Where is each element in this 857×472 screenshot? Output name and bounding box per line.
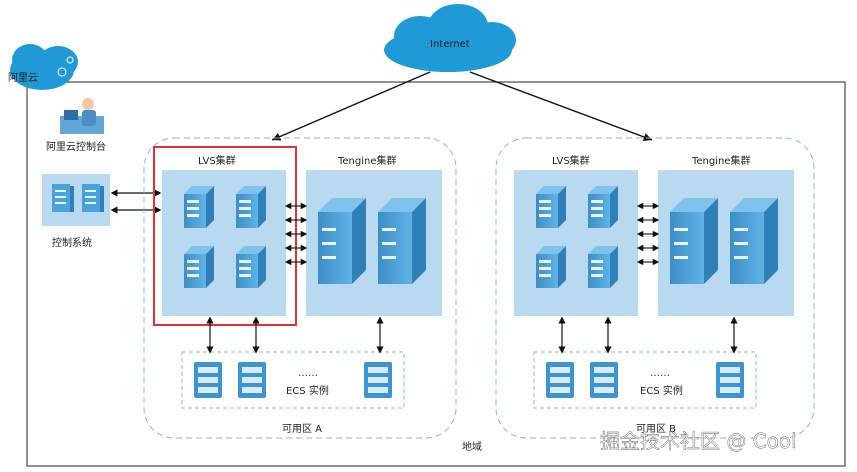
lvs-server-icon (588, 246, 618, 288)
aliyun-label: 阿里云 (8, 72, 38, 84)
console-label: 阿里云控制台 (46, 140, 106, 153)
zone-a-vertical-arrows (206, 316, 384, 354)
zone-a-lvs-label: LVS集群 (198, 154, 236, 167)
control-server-icon (82, 184, 104, 212)
tengine-server-icon (318, 198, 366, 284)
aliyun-cloud-icon (10, 44, 78, 90)
tengine-server-icon (378, 198, 426, 284)
watermark-text: 掘金技术社区 @ Cool (600, 429, 797, 453)
ecs-server-icon (364, 362, 392, 398)
zone-b-ellipsis: …… (650, 368, 670, 379)
zone-b-lvs-label: LVS集群 (552, 154, 590, 167)
zone-a-tengine-label: Tengine集群 (337, 154, 397, 167)
tengine-server-icon (730, 198, 778, 284)
zone-b-tengine-label: Tengine集群 (691, 154, 751, 167)
region-label: 地域 (462, 440, 482, 453)
control-system-label: 控制系统 (52, 236, 92, 249)
lvs-server-icon (536, 186, 566, 228)
region-box (26, 81, 846, 467)
lvs-server-icon (236, 246, 266, 288)
zone-a-label: 可用区 A (282, 423, 322, 435)
tengine-server-icon (670, 198, 718, 284)
lvs-server-icon (184, 186, 214, 228)
zone-b-vertical-arrows (558, 316, 738, 354)
zone-b-ecs-label: ECS 实例 (640, 384, 683, 397)
ecs-server-icon (194, 362, 222, 398)
ecs-server-icon (546, 362, 574, 398)
zone-a-ecs-label: ECS 实例 (286, 384, 329, 397)
zone-a-lvs-tengine-arrows (284, 202, 308, 266)
ecs-server-icon (590, 362, 618, 398)
zone-a-lvs-cluster (162, 170, 286, 316)
internet-cloud-icon (384, 4, 516, 72)
zone-a-ecs-box (181, 351, 405, 409)
zone-a-ellipsis: …… (298, 368, 318, 379)
zone-b-label: 可用区 B (636, 423, 676, 435)
zone-b-lvs-cluster (514, 170, 638, 316)
zone-a-box (143, 137, 457, 439)
zone-b-ecs-box (533, 351, 757, 409)
zone-b-box (495, 137, 815, 439)
zone-b-lvs-tengine-arrows (636, 202, 660, 266)
internet-arrow-zone-a (271, 71, 431, 141)
lvs-server-icon (536, 246, 566, 288)
ecs-server-icon (716, 362, 744, 398)
lvs-server-icon (236, 186, 266, 228)
ecs-server-icon (238, 362, 266, 398)
lvs-server-icon (184, 246, 214, 288)
control-server-icon (52, 184, 74, 212)
internet-label: Internet (430, 39, 470, 50)
console-user-icon (60, 98, 104, 134)
internet-arrow-zone-b (469, 71, 653, 141)
lvs-server-icon (588, 186, 618, 228)
